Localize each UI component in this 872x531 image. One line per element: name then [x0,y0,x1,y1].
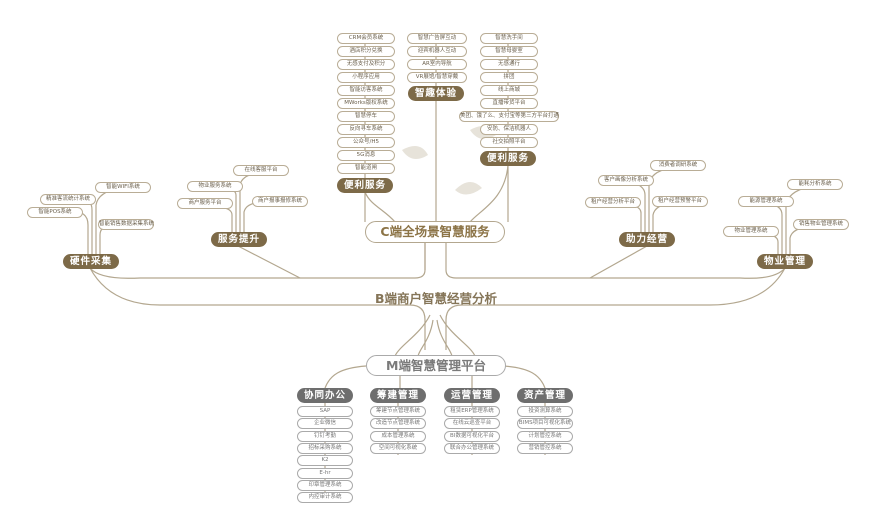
feature-pill: 在线客服平台 [233,165,289,176]
feature-pill: 拼团 [480,72,538,83]
feature-pill: 企业微信 [297,418,353,430]
m-end-title: M端智慧管理平台 [366,355,506,376]
feature-pill: CRM会员系统 [337,33,395,44]
feature-pill: 投资测算系统 [517,406,573,417]
feature-pill: 5G消息 [337,150,395,161]
feature-pill: 公众号/H5 [337,137,395,148]
feature-pill: 酒店积分兑换 [337,46,395,57]
feature-pill: 智能POS系统 [27,207,83,218]
branch-heading: 筹建管理 [370,388,426,403]
feature-pill: 租户经营预警平台 [652,196,708,207]
feature-pill: 安防、保洁机器人 [480,124,538,135]
feature-pill: 社交拍照平台 [480,137,538,148]
branch-heading: 物业管理 [757,254,813,269]
feature-pill: 智能销售数据采集系统 [98,219,154,230]
feature-pill: 客户画像分析系统 [598,175,654,186]
feature-pill: 钉钉考勤 [297,430,353,442]
feature-pill: 能耗分析系统 [787,179,843,190]
feature-pill: VR展馆/智慧穿戴 [407,72,467,83]
feature-pill: 无感支付及积分 [337,59,395,70]
feature-pill: 筹建节点管理系统 [370,406,426,417]
feature-pill: E-hr [297,467,353,479]
b-end-title: B端商户智慧经营分析 [374,291,498,306]
feature-pill: 智能WIFI系统 [95,182,151,193]
feature-pill: BI数据可视化平台 [444,430,500,442]
feature-pill: 反向寻车系统 [337,124,395,135]
feature-pill: 物业管理系统 [723,226,779,237]
feature-pill: 物业服务系统 [187,181,243,192]
branch-heading: 智趣体验 [408,86,464,101]
feature-pill: 直播带货平台 [480,98,538,109]
feature-pill: 小程序应用 [337,72,395,83]
branch-heading: 协同办公 [297,388,353,403]
leaf-decoration-icon [402,126,496,195]
feature-pill: BIMS项目可视化系统 [517,418,573,430]
feature-pill: 智慧广告屏互动 [407,33,467,44]
branch-heading: 便利服务 [480,151,536,166]
feature-pill: 租赁ERP管理系统 [444,406,500,417]
branch-heading: 硬件采集 [63,254,119,269]
feature-pill: 消费者调研系统 [650,160,706,171]
feature-pill: AR室内导航 [407,59,467,70]
feature-pill: 智能道闸 [337,163,395,174]
feature-pill: 租户经营分析平台 [585,197,641,208]
feature-pill: 精准客流统计系统 [40,194,96,205]
feature-pill: 线上商城 [480,85,538,96]
feature-pill: 智能访客系统 [337,85,395,96]
branch-heading: 服务提升 [211,232,267,247]
feature-pill: MWorks版权系统 [337,98,395,109]
branch-heading: 运营管理 [444,388,500,403]
feature-pill: 美团、饿了么、支付宝等第三方平台打通 [459,111,559,122]
feature-pill: 印章管理系统 [297,479,353,491]
feature-pill: 无感通行 [480,59,538,70]
feature-pill: K2 [297,455,353,467]
feature-pill: 成本管理系统 [370,430,426,442]
feature-pill: 商户服务平台 [177,198,233,209]
feature-pill: 改造节点管理系统 [370,418,426,430]
feature-pill: 招标采购系统 [297,442,353,454]
feature-pill: 空间可视化系统 [370,442,426,454]
feature-pill: 智慧母婴室 [480,46,538,57]
branch-heading: 资产管理 [517,388,573,403]
feature-pill: 计划管控系统 [517,430,573,442]
feature-pill: SAP [297,406,353,417]
feature-pill: 营销管控系统 [517,442,573,454]
feature-pill: 销售物业管理系统 [793,219,849,230]
feature-pill: 联合办公管理系统 [444,442,500,454]
feature-pill: 智慧洗手间 [480,33,538,44]
c-end-title: C端全场景智慧服务 [365,221,505,243]
feature-pill: 智慧停车 [337,111,395,122]
branch-heading: 便利服务 [337,178,393,193]
feature-pill: 能源管理系统 [738,196,794,207]
feature-pill: 商户报事报修系统 [252,196,308,207]
feature-pill: 内控审计系统 [297,492,353,504]
branch-heading: 助力经营 [619,232,675,247]
feature-pill: 在线云巡查平台 [444,418,500,430]
feature-pill: 迎宾机器人互动 [407,46,467,57]
